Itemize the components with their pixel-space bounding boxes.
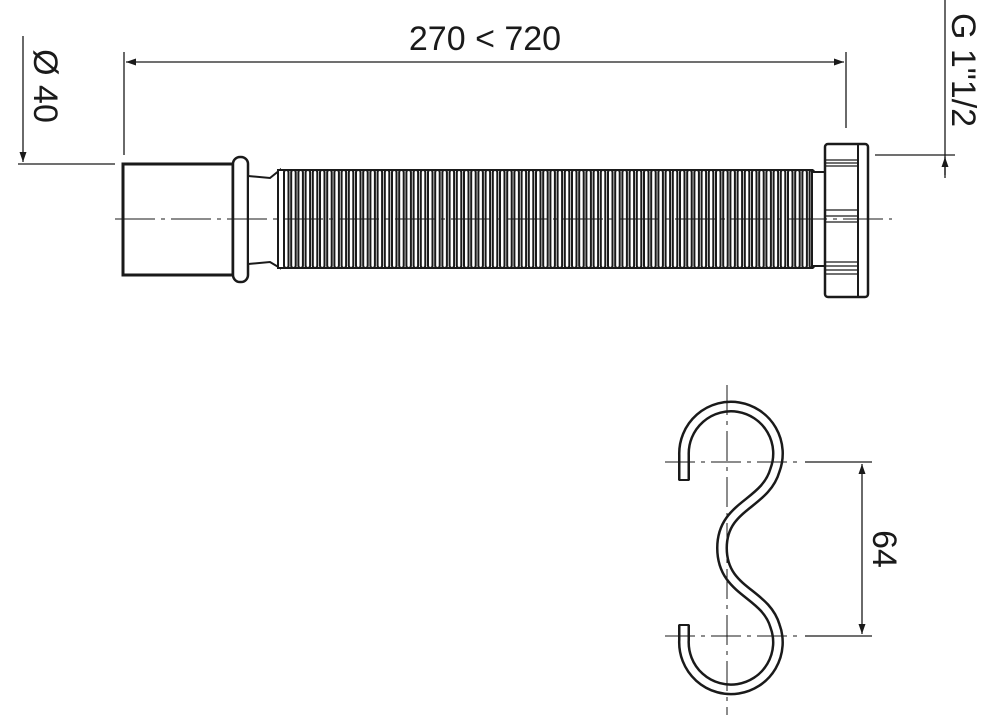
hose-rib	[715, 169, 722, 269]
hose-rib	[657, 169, 664, 269]
double-hook-clip	[677, 400, 784, 696]
thread-dimension	[875, 0, 955, 178]
hose-rib	[556, 169, 564, 269]
length-label: 270 < 720	[409, 20, 561, 58]
length-dimension	[123, 52, 847, 155]
hook-centerlines	[665, 385, 800, 715]
hose-rib	[434, 169, 441, 269]
hose-rib	[779, 169, 787, 269]
thread-label: G 1"1/2	[944, 13, 982, 127]
diameter-label: Ø 40	[26, 49, 64, 123]
hose-rib	[491, 169, 499, 269]
hook-spacing-dimension	[805, 461, 872, 637]
hose-rib	[333, 169, 340, 269]
hook-spacing-label: 64	[865, 530, 903, 568]
flexible-hose	[121, 142, 870, 299]
diameter-dimension	[18, 36, 115, 165]
